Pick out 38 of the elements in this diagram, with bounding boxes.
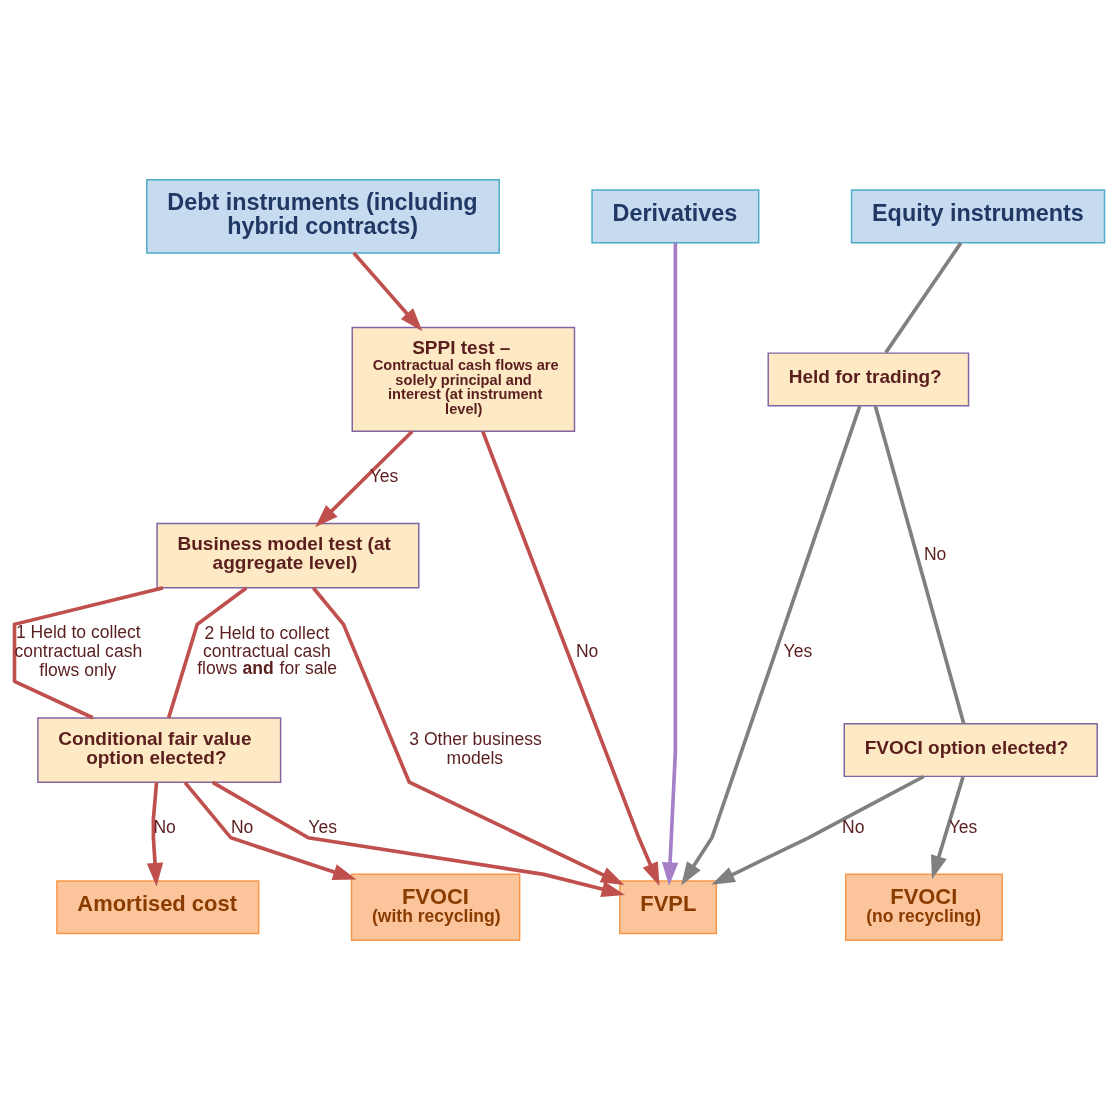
node-box: Amortised cost <box>56 879 260 934</box>
edge-label: No <box>923 543 947 564</box>
edge-label: No <box>153 816 176 837</box>
node-box: Derivatives <box>591 188 760 243</box>
edge-label: No <box>575 640 599 661</box>
connector <box>166 586 248 718</box>
arrow <box>315 429 414 527</box>
edge-label: Yes <box>308 816 337 837</box>
node-box: Equity instruments <box>850 188 1106 243</box>
node-box: Held for trading? <box>767 351 970 406</box>
node-box: FVOCI option elected? <box>843 722 1098 777</box>
arrow <box>352 251 423 331</box>
edge-label: Yes <box>948 816 978 837</box>
connector <box>884 241 963 354</box>
node-box: Conditional fair value option elected? <box>37 716 282 783</box>
edge-label: No <box>230 816 254 837</box>
edge-label: No <box>842 816 865 837</box>
arrow <box>681 405 862 885</box>
arrow <box>146 781 164 886</box>
node-box: FVOCI (no recycling) <box>845 873 1003 941</box>
edge-label: 2 Held to collect contractual cash flows and for sale <box>197 622 338 678</box>
arrow <box>481 430 660 886</box>
node-box: FVPL <box>619 879 718 934</box>
node-box: FVOCI (with recycling) <box>350 873 521 941</box>
edge-label: Yes <box>783 640 813 661</box>
edge-label: Yes <box>369 465 399 486</box>
arrow <box>661 242 679 886</box>
node-box: Debt instruments (including hybrid contracts) <box>146 178 500 254</box>
arrow <box>930 776 965 879</box>
arrow <box>711 774 925 885</box>
arrow <box>211 780 626 897</box>
edge-label: 3 Other business models <box>409 728 542 768</box>
arrow <box>312 586 625 885</box>
node-box: SPPI test – Contractual cash flows are solely principal and interest (at instrument level) <box>351 326 576 432</box>
arrow <box>183 781 357 880</box>
connector <box>873 405 966 724</box>
node-box: Business model test (at aggregate level) <box>156 522 420 588</box>
connector <box>12 585 164 719</box>
